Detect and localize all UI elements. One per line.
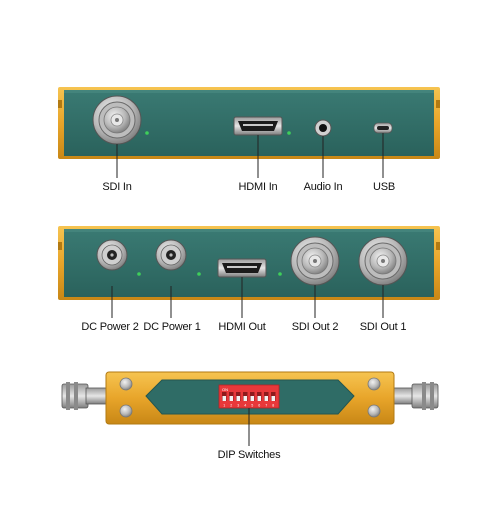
dc-power-1-label: DC Power 1 [143, 321, 201, 333]
dip-switch-lever[interactable] [229, 396, 234, 401]
dip-on-label: ON [222, 387, 228, 392]
dc-power-2-label: DC Power 2 [81, 321, 139, 333]
dip-switch-lever[interactable] [271, 396, 276, 401]
dip-switch-lever[interactable] [222, 396, 227, 401]
dip-switch-number: 8 [272, 404, 274, 408]
dc-power-1-jack-icon [155, 239, 187, 271]
sdi-in-connector-icon [92, 95, 142, 145]
audio-in-label: Audio In [303, 181, 343, 193]
usb-port-icon [373, 122, 393, 134]
dip-switch-lever[interactable] [257, 396, 262, 401]
sdi-out-1-label: SDI Out 1 [359, 321, 407, 333]
sdi-in-label: SDI In [102, 181, 132, 193]
sdi-out-2-connector-icon [290, 236, 340, 286]
screw-icon [119, 404, 133, 418]
hdmi-out-port-icon [217, 258, 267, 278]
usb-label: USB [372, 181, 396, 193]
dip-switch-numbers: 1 2 3 4 5 6 7 8 [223, 404, 274, 408]
screw-icon [367, 377, 381, 391]
dip-switch-block[interactable]: ON 1 2 3 4 5 6 7 8 [218, 384, 280, 409]
right-bnc-cable-icon [391, 382, 439, 410]
hdmi-out-led-icon [278, 272, 282, 276]
dip-switch-number: 6 [258, 404, 260, 408]
left-bnc-cable-icon [61, 382, 109, 410]
dip-switch-number: 5 [251, 404, 253, 408]
panel1-leader-lines [116, 133, 384, 178]
dip-switch-lever[interactable] [243, 396, 248, 401]
sdi-out-2-label: SDI Out 2 [291, 321, 339, 333]
screw-icon [119, 377, 133, 391]
dc-power-2-led-icon [137, 272, 141, 276]
dip-switch-number: 2 [230, 404, 232, 408]
dip-switch-lever[interactable] [264, 396, 269, 401]
hdmi-in-label: HDMI In [238, 181, 278, 193]
dc-power-1-led-icon [197, 272, 201, 276]
dip-switch-number: 3 [237, 404, 239, 408]
dip-switches-label: DIP Switches [217, 449, 281, 461]
dc-power-2-jack-icon [96, 239, 128, 271]
sdi-out-1-connector-icon [358, 236, 408, 286]
sdi-in-led-icon [145, 131, 149, 135]
hdmi-in-led-icon [287, 131, 291, 135]
audio-in-jack-icon [314, 119, 332, 137]
dip-switch-levers [222, 392, 276, 401]
dip-switch-lever[interactable] [236, 396, 241, 401]
panel2-leader-lines [111, 277, 384, 318]
screw-icon [367, 404, 381, 418]
dip-switch-lever[interactable] [250, 396, 255, 401]
dip-switch-number: 1 [223, 404, 225, 408]
dip-switch-number: 4 [244, 404, 246, 408]
hdmi-in-port-icon [233, 116, 283, 136]
dip-switch-number: 7 [265, 404, 267, 408]
hdmi-out-label: HDMI Out [218, 321, 266, 333]
